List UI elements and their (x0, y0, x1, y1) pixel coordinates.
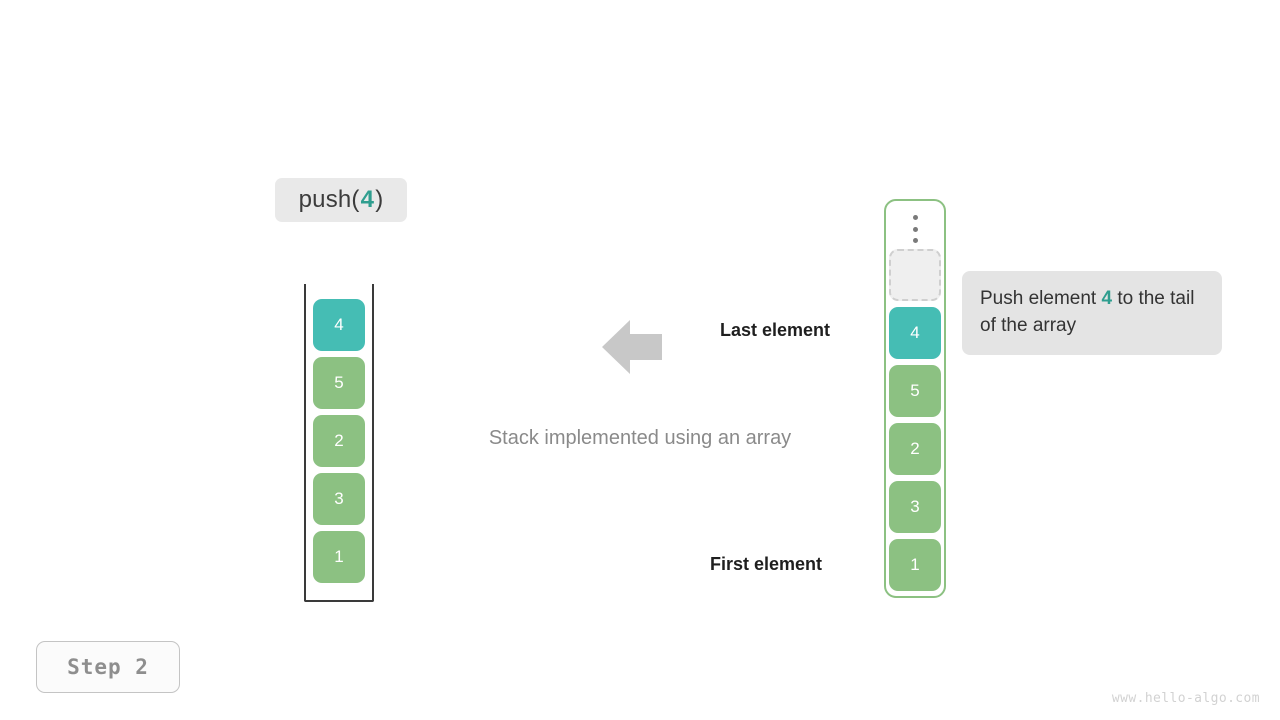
operation-value: 4 (360, 186, 375, 213)
watermark: www.hello-algo.com (1111, 691, 1260, 706)
diagram-caption: Stack implemented using an array (488, 427, 792, 449)
callout-text-after: to the tail of the array (980, 288, 1195, 336)
step-badge: Step 2 (36, 641, 180, 693)
stack-wall-right (372, 284, 374, 602)
array-cell-placeholder (889, 249, 941, 301)
stack-cell: 2 (313, 415, 365, 467)
stack-container: 4 5 2 3 1 (304, 284, 374, 602)
vertical-dots-icon (886, 215, 944, 243)
operation-label: push(4) (275, 178, 407, 222)
array-cell: 3 (889, 481, 941, 533)
array-cell: 2 (889, 423, 941, 475)
stack-cell: 1 (313, 531, 365, 583)
stack-cell: 5 (313, 357, 365, 409)
callout-value: 4 (1101, 288, 1113, 309)
callout-text-before: Push element (980, 288, 1102, 309)
operation-name: push( (298, 186, 360, 213)
operation-paren-close: ) (375, 186, 384, 213)
stack-floor (304, 600, 374, 602)
callout-box: Push element 4 to the tail of the array (962, 271, 1222, 355)
stack-cell-list: 4 5 2 3 1 (313, 299, 365, 589)
label-first-element: First element (710, 554, 823, 574)
array-cell-new: 4 (889, 307, 941, 359)
array-cell: 5 (889, 365, 941, 417)
array-cell: 1 (889, 539, 941, 591)
stack-cell: 3 (313, 473, 365, 525)
stack-cell-top: 4 (313, 299, 365, 351)
array-cell-list: 4 5 2 3 1 (889, 249, 941, 597)
arrow-left-icon (602, 318, 662, 376)
label-last-element: Last element (720, 320, 831, 340)
stack-wall-left (304, 284, 306, 602)
array-container: 4 5 2 3 1 (884, 199, 946, 598)
